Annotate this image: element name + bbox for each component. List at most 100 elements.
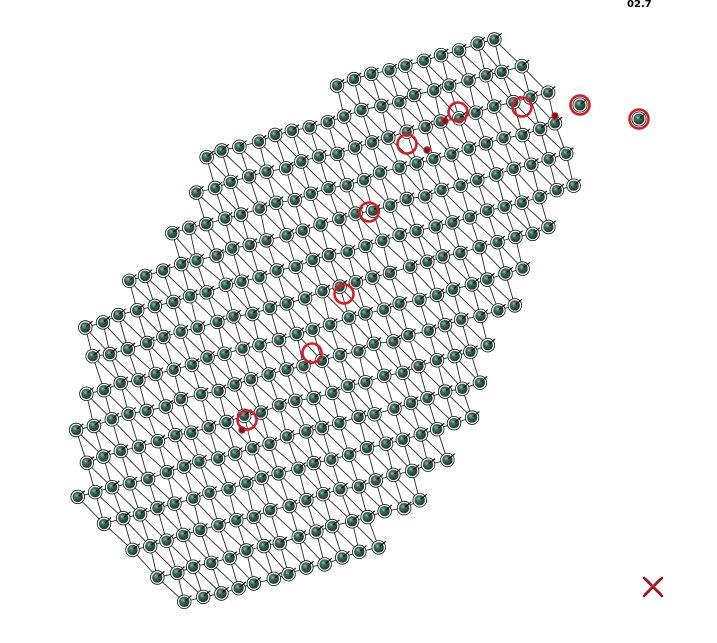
atom [176, 594, 192, 610]
atom [429, 353, 445, 368]
atom [200, 350, 216, 365]
atom [426, 151, 442, 167]
atom [259, 164, 275, 179]
atom [279, 429, 295, 444]
atom [418, 189, 433, 204]
atom [395, 365, 411, 381]
atom [262, 436, 278, 452]
highlight-ring [236, 409, 258, 431]
atom [434, 182, 450, 198]
atom [386, 334, 401, 349]
atom [95, 315, 111, 330]
atom [189, 253, 205, 268]
atom [121, 406, 137, 422]
atom [358, 375, 373, 390]
atom [340, 378, 356, 394]
atom [184, 425, 199, 440]
atom [166, 362, 182, 377]
atom [392, 227, 408, 243]
atom [478, 136, 494, 151]
close-icon[interactable] [641, 575, 665, 599]
atom [344, 514, 360, 529]
atom [291, 461, 306, 477]
atom [173, 324, 189, 339]
atom [221, 482, 237, 497]
atom [243, 372, 259, 387]
atom [332, 415, 347, 431]
atom [150, 500, 165, 516]
atom [235, 341, 251, 356]
atom [193, 387, 209, 402]
atom [113, 375, 129, 391]
atom [296, 359, 312, 374]
atom [356, 172, 372, 188]
atom [139, 335, 155, 351]
atom [473, 308, 489, 324]
atom [453, 245, 468, 261]
atom [364, 135, 380, 150]
atom [514, 195, 530, 210]
atom [131, 439, 147, 455]
atom [239, 476, 254, 491]
atom [566, 178, 582, 193]
atom [186, 491, 201, 506]
atom [498, 266, 514, 281]
atom [360, 509, 376, 525]
atom [271, 332, 287, 348]
atom [159, 465, 175, 480]
atom [303, 186, 319, 202]
atom [263, 503, 278, 518]
atom [176, 459, 192, 474]
atom [166, 294, 181, 310]
atom [409, 156, 425, 171]
atom [190, 320, 206, 335]
atom [158, 399, 174, 414]
atom [376, 302, 392, 317]
atom [210, 314, 225, 330]
atom [246, 576, 262, 591]
atom [314, 420, 330, 436]
atom [306, 390, 322, 406]
atom [224, 241, 240, 256]
atom [195, 589, 211, 605]
atom [159, 533, 175, 548]
atom [229, 513, 244, 528]
atom [207, 180, 223, 196]
atom [347, 140, 363, 155]
atom [85, 349, 101, 364]
atom [468, 105, 484, 120]
atom [115, 510, 131, 526]
atom [532, 189, 548, 205]
atom [461, 141, 477, 156]
atom [403, 395, 419, 411]
atom [541, 219, 556, 235]
atom [279, 228, 295, 243]
atom [282, 498, 298, 514]
atom [211, 383, 227, 399]
atom [168, 427, 183, 443]
atom [395, 432, 411, 448]
atom [412, 493, 428, 508]
atom [416, 53, 432, 69]
atom [559, 146, 574, 162]
atom [113, 443, 129, 459]
atom [148, 366, 164, 382]
atom [252, 338, 268, 353]
atom [359, 440, 375, 456]
atom [447, 348, 463, 364]
atom [364, 66, 379, 82]
atom [470, 172, 485, 188]
highlight-ring [358, 201, 380, 223]
atom [398, 58, 413, 73]
atom [418, 119, 434, 135]
atom [266, 571, 282, 587]
atom [409, 223, 425, 239]
atom [262, 300, 278, 316]
atom [336, 109, 352, 124]
atom [392, 296, 408, 311]
atom [309, 524, 324, 539]
atom [173, 391, 189, 407]
atom [132, 507, 148, 522]
atom [294, 154, 309, 169]
